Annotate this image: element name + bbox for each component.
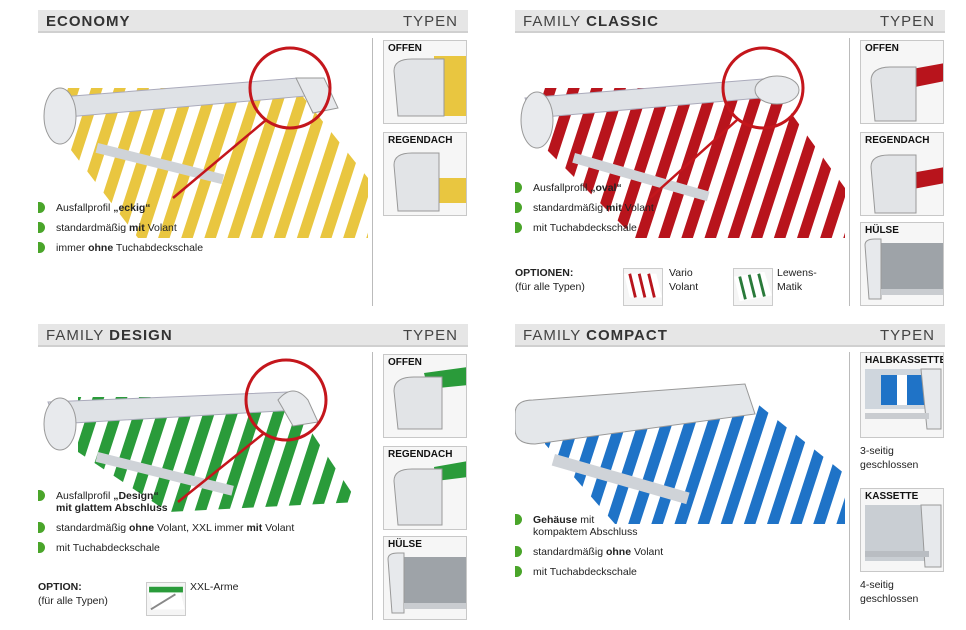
- thumb-regendach: REGENDACH: [383, 446, 467, 530]
- options-sub: (für alle Typen): [38, 595, 108, 607]
- thumb-label: OFFEN: [865, 43, 899, 54]
- option-text: Lewens-: [777, 267, 817, 279]
- panel-title: FAMILY DESIGN: [46, 327, 173, 344]
- option-xxl-arme: XXL-Arme: [190, 580, 238, 594]
- bullet-icon: [515, 546, 522, 557]
- thumb-label: HÜLSE: [388, 539, 422, 550]
- option-text: Volant: [669, 281, 699, 293]
- bullet-icon: [38, 222, 45, 233]
- typen-label: TYPEN: [879, 13, 935, 30]
- option-vario-volant-image: [623, 268, 663, 306]
- caption-line: geschlossen: [860, 593, 919, 605]
- thumb-huelse: HÜLSE: [860, 222, 944, 306]
- caption-line: 4-seitig: [860, 579, 894, 591]
- feature-item: standardmäßig ohne Volant, XXL immer mit…: [38, 522, 368, 534]
- feature-item: standardmäßig ohne Volant: [515, 546, 835, 558]
- bullet-icon: [38, 490, 45, 501]
- awning-illustration: [515, 383, 845, 524]
- bullet-icon: [38, 542, 45, 553]
- thumb-label: REGENDACH: [865, 135, 930, 146]
- feature-list: Ausfallprofil „oval“ standardmäßig mit V…: [515, 182, 835, 242]
- thumb-label: KASSETTE: [865, 491, 919, 502]
- options-sub: (für alle Typen): [515, 281, 585, 293]
- bullet-icon: [515, 222, 522, 233]
- thumb-huelse: HÜLSE: [383, 536, 467, 620]
- thumb-halbkassette: HALBKASSETTE: [860, 352, 944, 438]
- bullet-icon: [515, 514, 522, 525]
- panel-title: FAMILY COMPACT: [523, 327, 668, 344]
- panel-title: ECONOMY: [46, 13, 131, 30]
- awning-illustration: [43, 358, 358, 512]
- options-label: OPTION:: [38, 581, 82, 593]
- panel-title: FAMILY CLASSIC: [523, 13, 659, 30]
- thumb-caption: 4-seitig geschlossen: [860, 578, 918, 606]
- feature-item: standardmäßig mit Volant: [38, 222, 358, 234]
- panel-economy: ECONOMY TYPEN Ausfallprofil „eckig“ stan…: [38, 10, 468, 310]
- feature-item: Ausfallprofil „Design“mit glattem Abschl…: [38, 490, 368, 514]
- panel-header: FAMILY DESIGN TYPEN: [38, 324, 468, 347]
- options-block: OPTION: (für alle Typen): [38, 580, 148, 608]
- feature-item: Ausfallprofil „oval“: [515, 182, 835, 194]
- option-vario-volant: Vario Volant: [669, 266, 698, 294]
- bullet-icon: [38, 242, 45, 253]
- divider: [372, 352, 373, 620]
- typen-label: TYPEN: [402, 13, 458, 30]
- divider: [849, 38, 850, 306]
- thumb-label: OFFEN: [388, 357, 422, 368]
- typen-label: TYPEN: [879, 327, 935, 344]
- feature-list: Ausfallprofil „Design“mit glattem Abschl…: [38, 490, 368, 562]
- thumb-label: HALBKASSETTE: [865, 355, 944, 366]
- bullet-icon: [515, 182, 522, 193]
- options-block: OPTIONEN: (für alle Typen): [515, 266, 625, 294]
- thumb-offen: OFFEN: [383, 40, 467, 124]
- panel-header: FAMILY COMPACT TYPEN: [515, 324, 945, 347]
- option-text: Vario: [669, 267, 693, 279]
- awning-illustration: [520, 46, 845, 238]
- bullet-icon: [38, 202, 45, 213]
- thumb-label: REGENDACH: [388, 449, 453, 460]
- thumb-regendach: REGENDACH: [383, 132, 467, 216]
- feature-item: Ausfallprofil „eckig“: [38, 202, 358, 214]
- thumb-caption: 3-seitig geschlossen: [860, 444, 918, 472]
- thumb-offen: OFFEN: [860, 40, 944, 124]
- feature-item: immer ohne Tuchabdeckschale: [38, 242, 358, 254]
- options-label: OPTIONEN:: [515, 267, 574, 279]
- thumb-kassette: KASSETTE: [860, 488, 944, 572]
- feature-list: Ausfallprofil „eckig“ standardmäßig mit …: [38, 202, 358, 262]
- option-lewens-matik: Lewens- Matik: [777, 266, 817, 294]
- option-text: Matik: [777, 281, 803, 293]
- bullet-icon: [38, 522, 45, 533]
- feature-item: mit Tuchabdeckschale: [38, 542, 368, 554]
- bullet-icon: [515, 566, 522, 577]
- awning-illustration: [43, 46, 368, 238]
- feature-item: mit Tuchabdeckschale: [515, 222, 835, 234]
- option-xxl-arme-image: [146, 582, 186, 616]
- thumb-regendach: REGENDACH: [860, 132, 944, 216]
- thumb-offen: OFFEN: [383, 354, 467, 438]
- feature-item: standardmäßig mit Volant: [515, 202, 835, 214]
- thumb-label: HÜLSE: [865, 225, 899, 236]
- panel-header: ECONOMY TYPEN: [38, 10, 468, 33]
- panel-classic: FAMILY CLASSIC TYPEN Ausfallprofil „oval…: [515, 10, 945, 310]
- divider: [849, 352, 850, 620]
- caption-line: geschlossen: [860, 459, 919, 471]
- thumb-label: OFFEN: [388, 43, 422, 54]
- typen-label: TYPEN: [402, 327, 458, 344]
- divider: [372, 38, 373, 306]
- option-lewens-matik-image: [733, 268, 773, 306]
- panel-header: FAMILY CLASSIC TYPEN: [515, 10, 945, 33]
- option-text: XXL-Arme: [190, 581, 239, 593]
- caption-line: 3-seitig: [860, 445, 894, 457]
- panel-design: FAMILY DESIGN TYPEN Ausfallprofil „Desig…: [38, 324, 468, 624]
- thumb-label: REGENDACH: [388, 135, 453, 146]
- feature-item: mit Tuchabdeckschale: [515, 566, 835, 578]
- bullet-icon: [515, 202, 522, 213]
